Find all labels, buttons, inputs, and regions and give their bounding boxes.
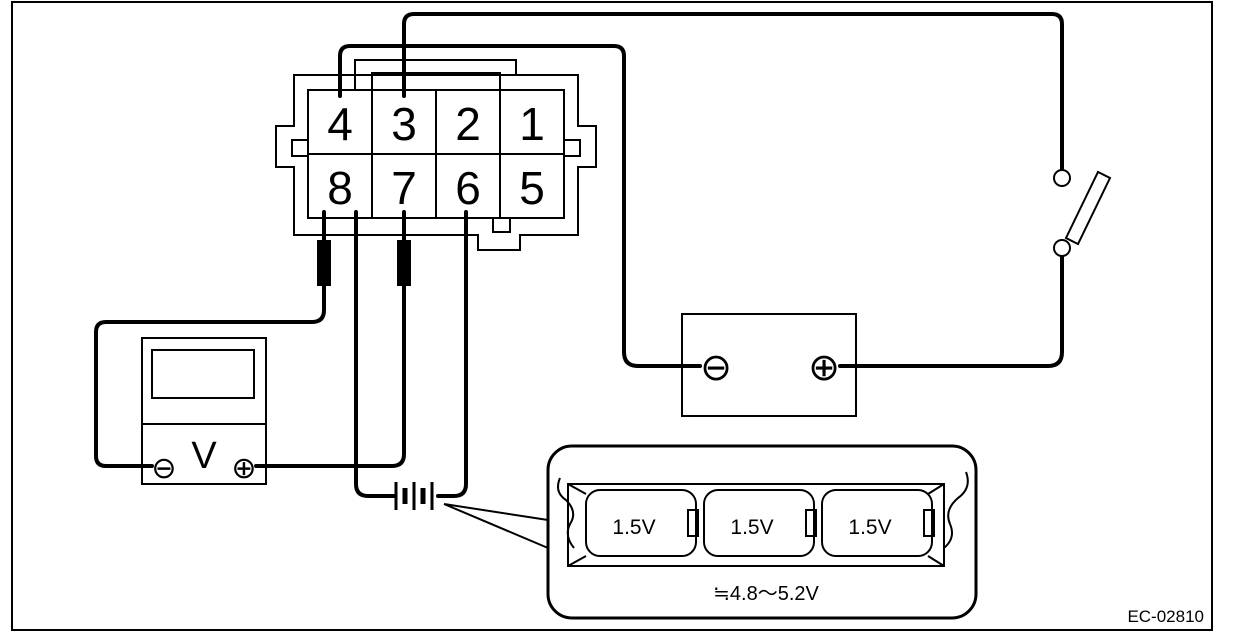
switch — [1053, 169, 1112, 257]
pin-3-label: 3 — [391, 98, 417, 150]
wire-to-pack-neg — [354, 210, 396, 498]
pack-voltage-label: ≒4.8～5.2V — [713, 583, 819, 605]
callout-pointer — [443, 503, 549, 549]
pin-8-label: 8 — [327, 162, 353, 214]
pin-7-label: 7 — [391, 162, 417, 214]
battery-neg-terminal: ⊖ — [700, 347, 732, 389]
battery: ⊖ ⊕ — [681, 313, 857, 417]
cell-2-label: 1.5V — [730, 516, 773, 539]
voltmeter: V ⊖ ⊕ — [141, 337, 267, 485]
wire-pin8-to-voltmeter-neg — [94, 210, 326, 468]
wire-pin4-to-battery-neg — [338, 44, 702, 368]
pin-4-label: 4 — [327, 98, 353, 150]
figure-frame — [11, 1, 1213, 631]
probe-sleeve-pos — [397, 240, 411, 286]
connector: 4 3 2 1 8 7 6 5 — [275, 59, 597, 251]
wire-pin7-to-voltmeter-pos — [254, 210, 406, 468]
pin-2-label: 2 — [455, 98, 481, 150]
pin-1-label: 1 — [519, 98, 545, 150]
probe-sleeve-neg — [317, 240, 331, 286]
pin-5-label: 5 — [519, 162, 545, 214]
battery-pack-callout: 1.5V 1.5V 1.5V ≒4.8～5.2V — [546, 444, 978, 620]
cell-3-label: 1.5V — [848, 516, 891, 539]
wire-pin3-to-switch — [402, 12, 1064, 174]
voltmeter-neg-terminal: ⊖ — [151, 452, 176, 485]
cell-1-label: 1.5V — [612, 516, 655, 539]
battery-pos-terminal: ⊕ — [808, 347, 840, 389]
pin-6-label: 6 — [455, 162, 481, 214]
voltmeter-symbol: V — [191, 435, 217, 477]
voltmeter-pos-terminal: ⊕ — [231, 452, 256, 485]
wire-pin6-to-pack-pos — [436, 210, 468, 498]
cell-symbol — [394, 482, 434, 510]
figure-code: EC-02810 — [1127, 607, 1204, 626]
wire-switch-to-battery-pos — [838, 252, 1064, 368]
